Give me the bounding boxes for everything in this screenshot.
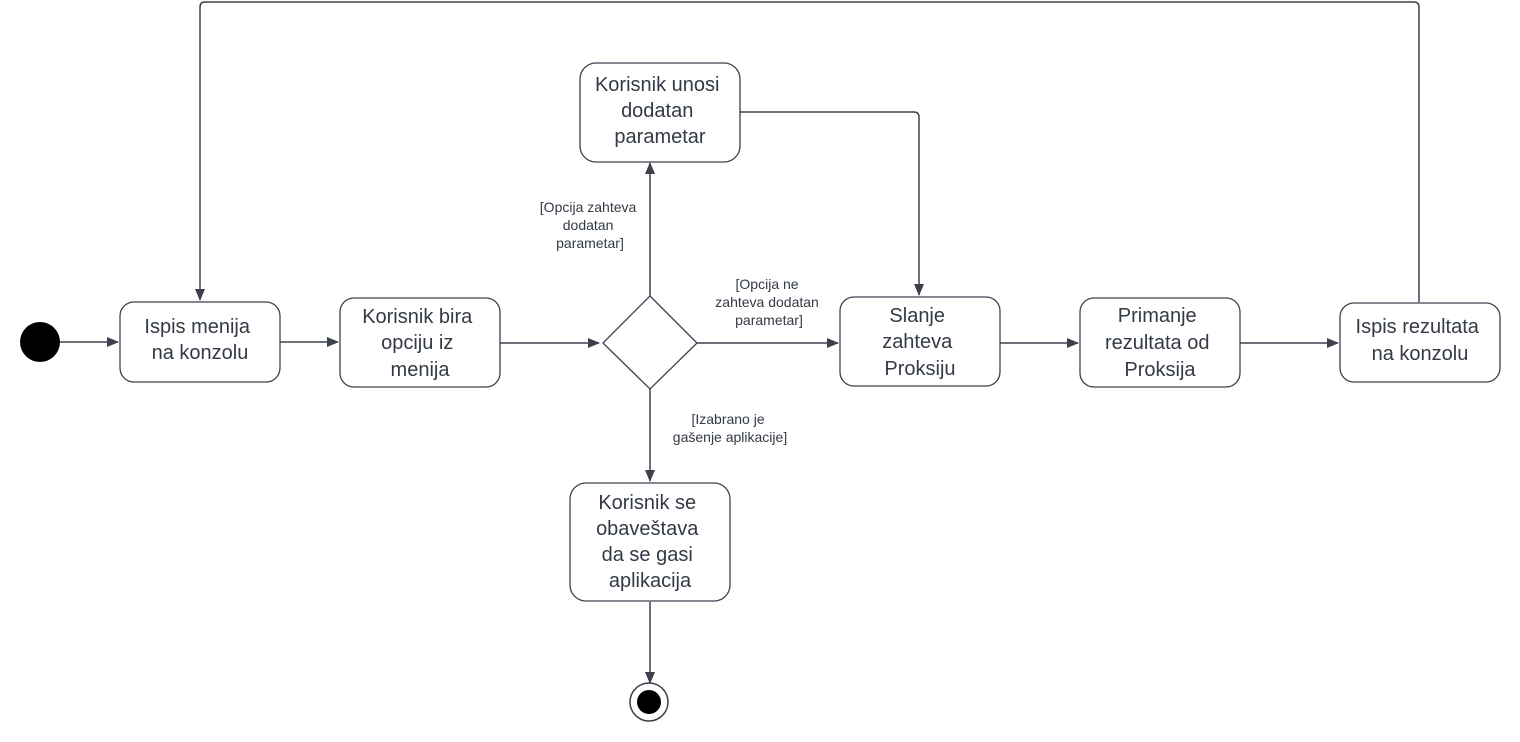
edges [60,1,1420,684]
guard-ne-zahteva-param: [Opcija ne zahteva dodatan parametar] [706,273,832,331]
action-primanje-rezultata: Primanje rezultata od Proksija [1079,297,1241,388]
guard-gasenje-line-1: [Izabrano je [691,411,764,427]
ispis-menija-line-2: na konzolu [152,342,249,364]
korisnik-bira-line-3: menija [391,359,451,381]
svg-text:[Opcija ne zahteva dodat: [Opcija ne zahteva dodatan parametar] [715,276,822,328]
action-slanje-zahteva: Slanje zahteva Proksiju [839,296,1001,387]
decision-node [602,295,698,390]
slanje-line-1: Slanje [889,305,945,327]
guard-gasenje: [Izabrano je gašenje aplikacije] [662,408,802,448]
korisnik-unosi-line-2: dodatan [621,100,693,122]
initial-node [20,322,60,362]
edge-unosi-to-slanje [740,111,924,296]
guard-ne-zahteva-line-1: [Opcija ne [736,276,799,292]
action-ispis-menija: Ispis menija na konzolu [119,301,281,383]
guard-zahteva-line-3: parametar] [556,235,624,251]
guard-zahteva-line-2: dodatan [563,217,614,233]
final-node [629,682,669,722]
guard-gasenje-line-2: gašenje aplikacije] [673,429,787,445]
korisnik-bira-line-1: Korisnik bira [362,306,473,328]
ispis-rezultata-line-2: na konzolu [1372,343,1469,365]
obavestava-line-2: obaveštava [596,518,699,540]
guard-zahteva-line-1: [Opcija zahteva [540,199,637,215]
svg-text:Slanje zahteva Pro: Slanje zahteva Proksiju [882,305,958,380]
primanje-line-2: rezultata od [1105,332,1210,354]
action-korisnik-bira: Korisnik bira opciju iz menija [339,297,501,388]
guard-ne-zahteva-line-2: zahteva dodatan [715,294,819,310]
action-ispis-rezultata: Ispis rezultata na konzolu [1339,302,1501,383]
slanje-line-3: Proksiju [884,358,955,380]
ispis-menija-line-1: Ispis menija [144,316,250,338]
svg-text:Korisnik se obaveštava: Korisnik se obaveštava da se gasi aplika… [596,492,704,592]
ispis-rezultata-line-1: Ispis rezultata [1356,316,1480,338]
korisnik-bira-line-2: opciju iz [381,332,453,354]
guard-ne-zahteva-line-3: parametar] [735,312,803,328]
edge-loop-back-to-ispis-menija [195,1,1420,302]
svg-text:[Izabrano je gašenje apl: [Izabrano je gašenje aplikacije] [673,411,787,445]
korisnik-unosi-line-1: Korisnik unosi [595,74,720,96]
svg-text:Primanje rezultata od: Primanje rezultata od Proksija [1105,305,1215,381]
action-korisnik-obavestava: Korisnik se obaveštava da se gasi aplika… [569,482,731,602]
primanje-line-3: Proksija [1124,359,1196,381]
obavestava-line-3: da se gasi [602,544,693,566]
obavestava-line-4: aplikacija [609,570,692,592]
svg-text:Ispis rezultata na konzo: Ispis rezultata na konzolu [1356,316,1485,365]
primanje-line-1: Primanje [1118,305,1197,327]
obavestava-line-1: Korisnik se [598,492,696,514]
korisnik-unosi-line-3: parametar [614,126,705,148]
guard-zahteva-param: [Opcija zahteva dodatan parametar] [533,196,649,254]
svg-text:Korisnik unosi dodatan: Korisnik unosi dodatan parametar [595,74,725,148]
slanje-line-2: zahteva [882,331,953,353]
svg-text:[Opcija zahteva dodatan: [Opcija zahteva dodatan parametar] [540,199,640,251]
action-korisnik-unosi: Korisnik unosi dodatan parametar [579,62,741,163]
svg-text:Korisnik bira opciju iz: Korisnik bira opciju iz menija [362,306,478,381]
svg-text:Ispis menija na konzolu: Ispis menija na konzolu [144,316,255,364]
